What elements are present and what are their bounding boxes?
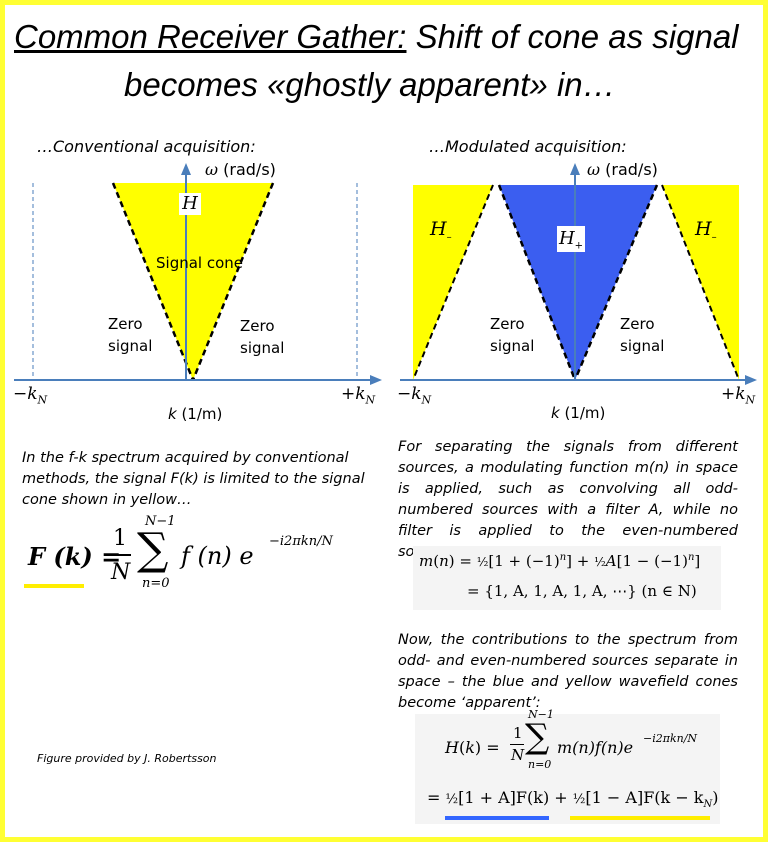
Hk-line2: = ½[1 + A]F(k) + ½[1 − A]F(k − kN) bbox=[427, 788, 719, 811]
right-description-1: For separating the signals from differen… bbox=[398, 439, 738, 560]
Hk-line2-end: ) bbox=[712, 788, 719, 807]
right-blue-edge-l bbox=[497, 184, 577, 381]
yellow-underline-F bbox=[24, 584, 84, 588]
Hk-line2-b: [1 − A]F(k − k bbox=[585, 788, 704, 807]
right-kn-minus-sub: N bbox=[421, 393, 432, 407]
left-cone-label: Signal cone bbox=[156, 254, 244, 272]
eq-frac-den: N bbox=[111, 560, 131, 585]
right-kn-minus: −kN bbox=[397, 384, 431, 406]
eq-F-lhs: F (k) = bbox=[28, 542, 122, 571]
left-k-label: k (1/m) bbox=[168, 405, 223, 423]
right-zero-right-1: Zero bbox=[620, 315, 655, 333]
figure-credit: Figure provided by J. Robertsson bbox=[37, 752, 217, 765]
right-zero-left-2: signal bbox=[490, 337, 535, 355]
right-kn-minus-text: −k bbox=[397, 384, 422, 404]
right-kn-plus-text: +k bbox=[721, 384, 746, 404]
left-k-arrow bbox=[370, 375, 382, 385]
Hk-frac-den: N bbox=[511, 746, 525, 764]
left-kn-minus-text: −k bbox=[13, 384, 38, 404]
Hk-equation-box: H(k) = 1 N N−1 ∑ n=0 m(n)f(n)e −i2πkn/N … bbox=[415, 708, 720, 824]
left-kn-minus-sub: N bbox=[37, 393, 48, 407]
left-signal-cone bbox=[113, 183, 273, 380]
left-heading: …Conventional acquisition: bbox=[37, 137, 256, 156]
Hk-line2-sub: N bbox=[703, 799, 713, 811]
left-H-box: H bbox=[179, 193, 201, 215]
eq-frac-num: 1 bbox=[113, 526, 127, 551]
left-zero-signal-right: Zero signal bbox=[240, 315, 284, 359]
left-zero-signal-left: Zero signal bbox=[108, 313, 152, 357]
right-zero-right-2: signal bbox=[620, 337, 665, 355]
mn-equation-box: m(n) = ½[1 + (−1)n] + ½A[1 − (−1)n] = {1… bbox=[413, 546, 721, 610]
Hk-sum-sigma: ∑ bbox=[525, 717, 550, 757]
left-kn-plus-text: +k bbox=[341, 384, 366, 404]
right-blue-edge-r bbox=[573, 184, 659, 381]
Hk-exp: −i2πkn/N bbox=[643, 732, 698, 745]
Hk-line2-a: [1 + A]F(k) + bbox=[458, 788, 568, 807]
left-cone-edge-l bbox=[111, 182, 195, 381]
right-H-minus-right-text: H bbox=[695, 218, 712, 240]
right-diagram bbox=[400, 163, 757, 385]
left-zero-left-2: signal bbox=[108, 337, 153, 355]
left-H-label: H bbox=[182, 193, 198, 214]
title-underlined: Common Receiver Gather: bbox=[14, 18, 407, 55]
eq-F-exp: −i2πkn/N bbox=[269, 534, 333, 549]
eq-F-rhs: f (n) e bbox=[181, 542, 254, 570]
page-title-line1: Common Receiver Gather: Shift of cone as… bbox=[14, 18, 739, 56]
right-H-plus: H+ bbox=[557, 226, 585, 260]
right-H-plus-text: H bbox=[558, 228, 575, 249]
right-zero-signal-right: Zero signal bbox=[620, 313, 664, 357]
left-omega-arrow bbox=[181, 163, 191, 175]
left-kn-plus-sub: N bbox=[365, 393, 376, 407]
right-description-2: Now, the contributions to the spectrum f… bbox=[398, 632, 738, 711]
left-description: In the f-k spectrum acquired by conventi… bbox=[22, 450, 365, 508]
Hk-lhs: H(k) = bbox=[445, 738, 500, 757]
blue-underline bbox=[445, 816, 549, 820]
right-H-plus-sub: + bbox=[574, 240, 584, 252]
left-zero-left-1: Zero bbox=[108, 315, 143, 333]
mn-eq-line1: m(n) = ½[1 + (−1)n] + ½A[1 − (−1)n] bbox=[419, 552, 701, 570]
right-H-minus-left-sub: – bbox=[446, 231, 452, 243]
left-zero-right-1: Zero bbox=[240, 317, 275, 335]
right-kn-plus: +kN bbox=[721, 384, 755, 406]
right-k-arrow bbox=[745, 375, 757, 385]
right-zero-left-1: Zero bbox=[490, 315, 525, 333]
right-H-minus-left: H– bbox=[430, 218, 452, 243]
eq-frac-bar bbox=[109, 554, 131, 556]
left-omega-label: ω (rad/s) bbox=[205, 160, 276, 179]
left-kn-plus: +kN bbox=[341, 384, 375, 406]
right-omega-label: ω (rad/s) bbox=[587, 160, 658, 179]
right-yellow-left-edge bbox=[412, 184, 494, 381]
eq-sum-bottom: n=0 bbox=[142, 576, 170, 591]
left-cone-edge-r bbox=[191, 182, 275, 381]
yellow-underline-H bbox=[570, 816, 710, 820]
right-H-minus-right: H– bbox=[695, 218, 717, 243]
Hk-sum-bottom: n=0 bbox=[528, 758, 552, 771]
right-yellow-right-edge bbox=[661, 184, 740, 381]
eq-sum-sigma: ∑ bbox=[137, 524, 169, 575]
mn-eq-line2: = {1, A, 1, A, 1, A, ⋯} (n ∈ N) bbox=[467, 582, 697, 600]
title-rest: Shift of cone as signal bbox=[406, 18, 739, 55]
left-zero-right-2: signal bbox=[240, 339, 285, 357]
right-H-minus-right-sub: – bbox=[711, 231, 717, 243]
right-kn-plus-sub: N bbox=[745, 393, 756, 407]
right-omega-arrow bbox=[570, 163, 580, 175]
right-zero-signal-left: Zero signal bbox=[490, 313, 534, 357]
right-blue-cone bbox=[499, 185, 657, 380]
Hk-sum-top: N−1 bbox=[528, 708, 554, 721]
left-equation: F (k) = 1 N N−1 ∑ n=0 f (n) e −i2πkn/N bbox=[25, 514, 365, 600]
right-heading: …Modulated acquisition: bbox=[429, 137, 627, 156]
left-kn-minus: −kN bbox=[13, 384, 47, 406]
Hk-frac-bar bbox=[510, 744, 524, 745]
eq-sum-top: N−1 bbox=[145, 514, 176, 529]
page-title-line2: becomes «ghostly apparent» in… bbox=[124, 66, 616, 103]
Hk-frac-num: 1 bbox=[513, 724, 523, 742]
right-H-plus-box: H+ bbox=[557, 226, 585, 252]
right-k-label: k (1/m) bbox=[551, 404, 606, 422]
Hk-rhs: m(n)f(n)e bbox=[557, 738, 634, 757]
right-H-minus-left-text: H bbox=[430, 218, 447, 240]
